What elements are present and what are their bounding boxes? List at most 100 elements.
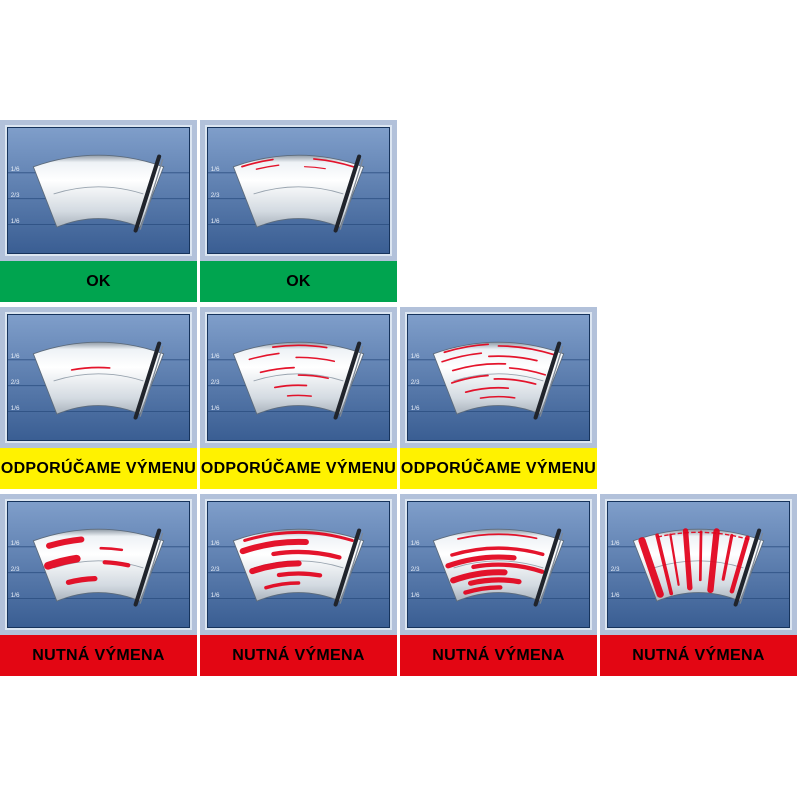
wiper-picture: 1/6 2/3 1/6: [0, 120, 197, 261]
wear-streak: [44, 554, 81, 570]
wiper-blade: [533, 341, 562, 420]
wear-streak: [468, 577, 522, 586]
wiper-blade-edge: [339, 345, 364, 417]
wear-streak: [450, 374, 489, 384]
wiper-panel: 1/6 2/3 1/6: [7, 127, 190, 254]
wear-streak: [493, 378, 537, 385]
wear-streak: [303, 166, 326, 170]
wear-streak: [463, 585, 503, 595]
wiper-panel: 1/6 2/3 1/6: [607, 501, 790, 628]
wear-streak: [312, 158, 355, 168]
wiper-blade-edge: [139, 158, 164, 230]
wiper-diagram: 1/62/31/6: [208, 128, 389, 253]
status-label-recommend: ODPORÚČAME VÝMENU: [0, 448, 197, 489]
worn-edge-note: [657, 531, 750, 541]
wiper-sweep-area: [32, 528, 165, 602]
scale-label: 1/6: [211, 353, 220, 360]
wear-streak: [729, 535, 750, 594]
wear-streak: [721, 533, 734, 581]
wear-streak: [471, 562, 545, 574]
scale-label: 1/6: [611, 592, 620, 599]
wiper-diagram: 1/62/31/6: [408, 502, 589, 627]
wiper-blade-edge: [139, 532, 164, 604]
wear-streak: [707, 528, 720, 594]
sweep-reflection-line: [453, 560, 544, 569]
wiper-blade: [333, 154, 362, 233]
scale-label: 1/6: [411, 540, 420, 547]
wear-streak: [638, 537, 664, 598]
scale-label: 1/6: [211, 405, 220, 412]
wiper-sweep-area: [32, 341, 165, 415]
wear-streak: [698, 530, 703, 582]
wiper-picture: 1/6 2/3 1/6: [200, 307, 397, 448]
scale-label: 2/3: [211, 192, 220, 199]
wiper-diagram: 1/62/31/6: [8, 315, 189, 440]
scale-label: 1/6: [11, 166, 20, 173]
status-label-recommend: ODPORÚČAME VÝMENU: [400, 448, 597, 489]
status-label-recommend: ODPORÚČAME VÝMENU: [200, 448, 397, 489]
scale-label: 1/6: [611, 540, 620, 547]
wiper-diagram: 1/62/31/6: [408, 315, 589, 440]
wiper-sweep-area: [32, 154, 165, 228]
scale-label: 2/3: [11, 379, 20, 386]
wiper-blade: [533, 528, 562, 607]
wear-streak: [682, 528, 693, 591]
scale-label: 2/3: [11, 192, 20, 199]
scale-label: 2/3: [411, 566, 420, 573]
wear-streak: [271, 549, 342, 560]
wear-streak: [70, 366, 111, 371]
status-label-required: NUTNÁ VÝMENA: [600, 635, 797, 676]
scale-label: 1/6: [11, 218, 20, 225]
wiper-blade: [333, 341, 362, 420]
wear-streak: [441, 352, 483, 363]
wear-streak: [99, 546, 124, 552]
wear-streak: [286, 394, 312, 397]
wiper-panel: 1/6 2/3 1/6: [207, 314, 390, 441]
wiper-diagram: 1/62/31/6: [8, 502, 189, 627]
wiper-blade-edge: [339, 158, 364, 230]
wear-streak: [488, 355, 538, 362]
wear-streak: [295, 356, 336, 363]
wear-streak: [464, 386, 510, 394]
wear-streak: [450, 546, 545, 557]
wear-streak: [457, 533, 538, 540]
sweep-reflection-line: [453, 373, 544, 382]
scale-label: 2/3: [211, 379, 220, 386]
sweep-reflection-line: [253, 186, 344, 195]
wear-streak: [102, 560, 131, 568]
status-label-required: NUTNÁ VÝMENA: [400, 635, 597, 676]
wear-streak: [255, 164, 280, 170]
status-label-required: NUTNÁ VÝMENA: [0, 635, 197, 676]
sweep-reflection-line: [53, 186, 144, 195]
wiper-blade: [133, 528, 162, 607]
scale-label: 1/6: [11, 592, 20, 599]
status-label-ok: OK: [200, 261, 397, 302]
wear-streak: [239, 538, 309, 555]
wear-streak: [479, 395, 516, 399]
scale-label: 2/3: [611, 566, 620, 573]
scale-label: 1/6: [411, 405, 420, 412]
scale-label: 1/6: [11, 540, 20, 547]
wear-streak: [655, 533, 674, 596]
wiper-sweep-area: [232, 154, 365, 228]
wear-streak: [443, 343, 490, 354]
scale-label: 2/3: [211, 566, 220, 573]
wiper-blade-edge: [339, 532, 364, 604]
wiper-blade: [133, 154, 162, 233]
wiper-picture: 1/6 2/3 1/6: [600, 494, 797, 635]
wear-streak: [243, 530, 354, 542]
scale-label: 1/6: [211, 540, 220, 547]
sweep-reflection-line: [253, 373, 344, 382]
wear-streak: [451, 362, 507, 372]
